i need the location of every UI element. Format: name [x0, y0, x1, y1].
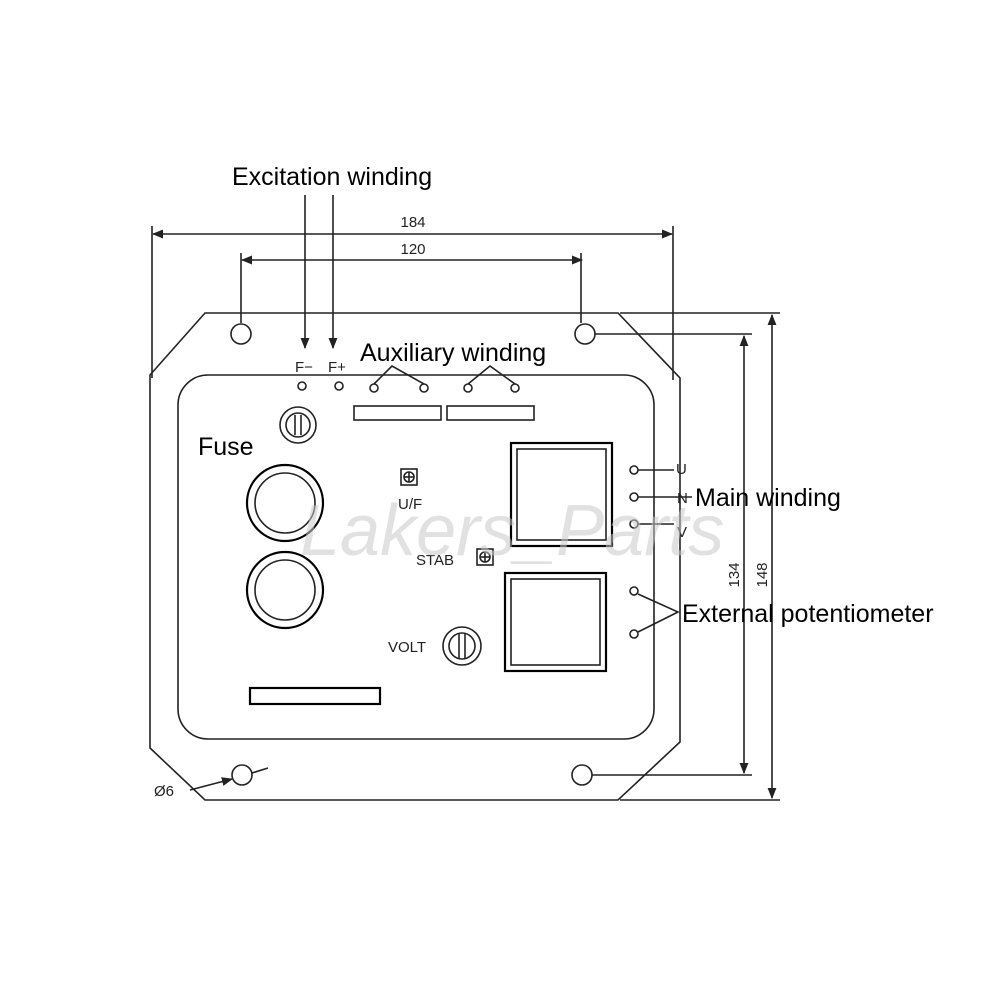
external-potentiometer-label: External potentiometer — [682, 600, 934, 628]
mounting-hole-top-right — [574, 323, 596, 345]
stab-label: STAB — [416, 552, 454, 569]
excitation-winding-label: Excitation winding — [232, 163, 432, 191]
uf-trimmer — [400, 468, 418, 486]
connector-strip-top-left — [353, 405, 442, 421]
hole-diameter-label: Ø6 — [154, 783, 174, 800]
ext-pot-pointer — [637, 593, 680, 633]
auxiliary-winding-label: Auxiliary winding — [360, 339, 546, 367]
mounting-hole-top-left — [230, 323, 252, 345]
uf-label: U/F — [398, 496, 422, 513]
ext-pot-terminal-1 — [629, 586, 639, 596]
dim-label-134: 134 — [726, 562, 743, 587]
large-component-lower — [245, 550, 325, 630]
mounting-hole-bottom-right — [571, 764, 593, 786]
dim-label-120: 120 — [400, 241, 425, 258]
terminal-label-n: N — [677, 490, 688, 507]
ext-pot-terminal-2 — [629, 629, 639, 639]
terminal-label-u: U — [676, 461, 687, 478]
dim-label-184: 184 — [400, 214, 425, 231]
hole-diameter-arrow-out — [251, 767, 269, 774]
volt-potentiometer — [442, 626, 482, 666]
aux-terminal-2 — [419, 383, 429, 393]
component-block-lower — [503, 571, 608, 673]
terminal-u — [629, 465, 639, 475]
connector-strip-bottom — [248, 686, 382, 706]
mounting-hole-bottom-left — [231, 764, 253, 786]
connector-strip-top-right — [446, 405, 535, 421]
terminal-f-minus — [297, 381, 307, 391]
watermark: Lakers_Parts — [300, 491, 724, 571]
aux-pointer-left — [373, 365, 425, 385]
main-winding-label: Main winding — [695, 484, 841, 512]
stab-trimmer — [476, 548, 494, 566]
fuse-holder — [279, 406, 317, 444]
inner-panel — [177, 374, 655, 740]
terminal-label-f-plus: F+ — [328, 359, 346, 376]
aux-terminal-4 — [510, 383, 520, 393]
component-block-upper — [509, 441, 614, 548]
aux-terminal-1 — [369, 383, 379, 393]
terminal-f-plus — [334, 381, 344, 391]
aux-terminal-3 — [463, 383, 473, 393]
volt-label: VOLT — [388, 639, 426, 656]
dim-label-148: 148 — [754, 562, 771, 587]
terminal-label-v: V — [677, 524, 687, 541]
terminal-label-f-minus: F− — [295, 359, 313, 376]
large-component-upper — [245, 463, 325, 543]
aux-pointer-right — [467, 364, 516, 385]
hole-diameter-arrow-in — [189, 777, 234, 791]
fuse-label: Fuse — [198, 433, 254, 461]
